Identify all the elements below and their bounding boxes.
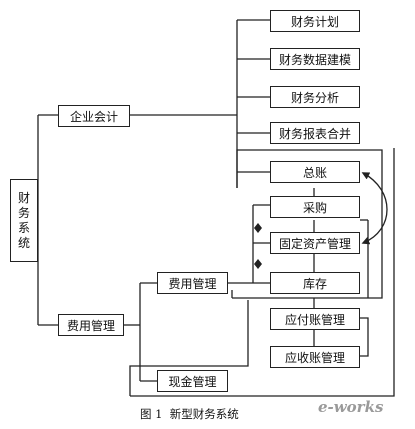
caption-number: 图 1 [140, 407, 163, 421]
financial-report-merge-node: 财务报表合并 [270, 122, 360, 144]
figure-caption: 图 1 新型财务系统 [140, 406, 239, 422]
financial-modeling-node: 财务数据建模 [270, 48, 360, 70]
accounts-receivable-node: 应收账管理 [270, 346, 360, 368]
caption-title: 新型财务系统 [169, 407, 239, 421]
root-char-2: 务 [17, 205, 30, 220]
accounts-payable-node: 应付账管理 [270, 308, 360, 330]
financial-system-root: 财 务 系 统 [10, 179, 38, 262]
cash-management-node: 现金管理 [157, 370, 228, 392]
root-char-4: 统 [17, 235, 30, 250]
fixed-assets-node: 固定资产管理 [270, 232, 360, 254]
financial-analysis-node: 财务分析 [270, 86, 360, 108]
financial-planning-node: 财务计划 [270, 10, 360, 32]
general-ledger-node: 总账 [270, 161, 360, 183]
inventory-node: 库存 [270, 272, 360, 294]
enterprise-accounting-node: 企业会计 [58, 105, 130, 127]
purchasing-node: 采购 [270, 196, 360, 218]
expense-management-node: 费用管理 [58, 314, 124, 336]
root-char-3: 系 [17, 220, 30, 235]
root-char-1: 财 [17, 190, 30, 205]
eworks-watermark-logo: e-works [318, 398, 384, 416]
expense-management-subnode: 费用管理 [157, 272, 228, 294]
